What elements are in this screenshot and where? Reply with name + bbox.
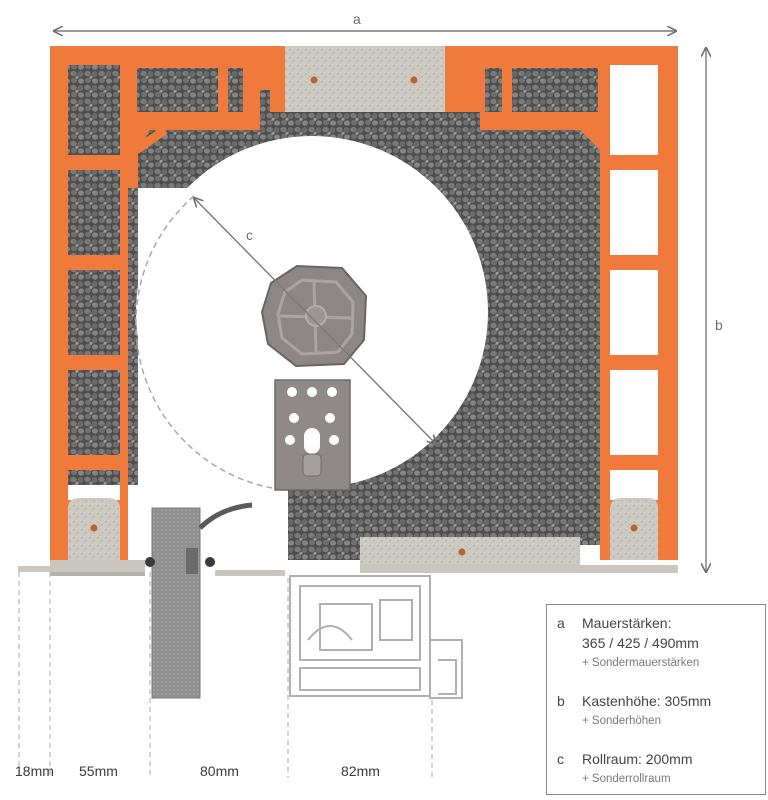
right-concrete-foot xyxy=(610,498,658,560)
shutter-curtain-guide xyxy=(145,502,285,699)
left-concrete-foot xyxy=(50,498,145,572)
measure-82mm: 82mm xyxy=(341,763,380,779)
legend-extra-b: + Sonderhöhen xyxy=(582,715,661,727)
measure-80mm: 80mm xyxy=(200,763,239,779)
plaster-layer xyxy=(18,566,145,576)
window-frame-profile xyxy=(289,575,463,699)
legend-values-a: 365 / 425 / 490mm xyxy=(582,635,699,651)
dimension-a-label: a xyxy=(353,11,361,27)
left-brick-bracing xyxy=(133,126,168,154)
legend-extra-a: + Sondermauerstärken xyxy=(582,657,700,669)
legend-title-b: Kastenhöhe: 305mm xyxy=(582,693,712,709)
bottom-concrete-lintel xyxy=(360,537,678,573)
dimension-b-label: b xyxy=(715,317,723,333)
measurement-guides xyxy=(18,572,433,778)
measure-55mm: 55mm xyxy=(79,763,118,779)
right-seal-knob xyxy=(205,557,215,567)
legend-title-c: Rollraum: 200mm xyxy=(582,751,693,767)
dimension-c-line xyxy=(194,198,436,444)
rolling-space-dashed-arc xyxy=(135,195,286,491)
legend-key-b: b xyxy=(557,693,565,709)
top-concrete-lintel xyxy=(285,46,445,112)
legend-key-c: c xyxy=(557,751,564,767)
left-seal-knob xyxy=(145,557,155,567)
specification-legend: a Mauerstärken: 365 / 425 / 490mm + Sond… xyxy=(546,604,766,795)
legend-extra-c: + Sonderrollraum xyxy=(582,773,671,785)
legend-title-a: Mauerstärken: xyxy=(582,615,672,631)
legend-key-a: a xyxy=(557,615,565,631)
measure-18mm: 18mm xyxy=(15,763,54,779)
dimension-c-label: c xyxy=(246,227,253,243)
